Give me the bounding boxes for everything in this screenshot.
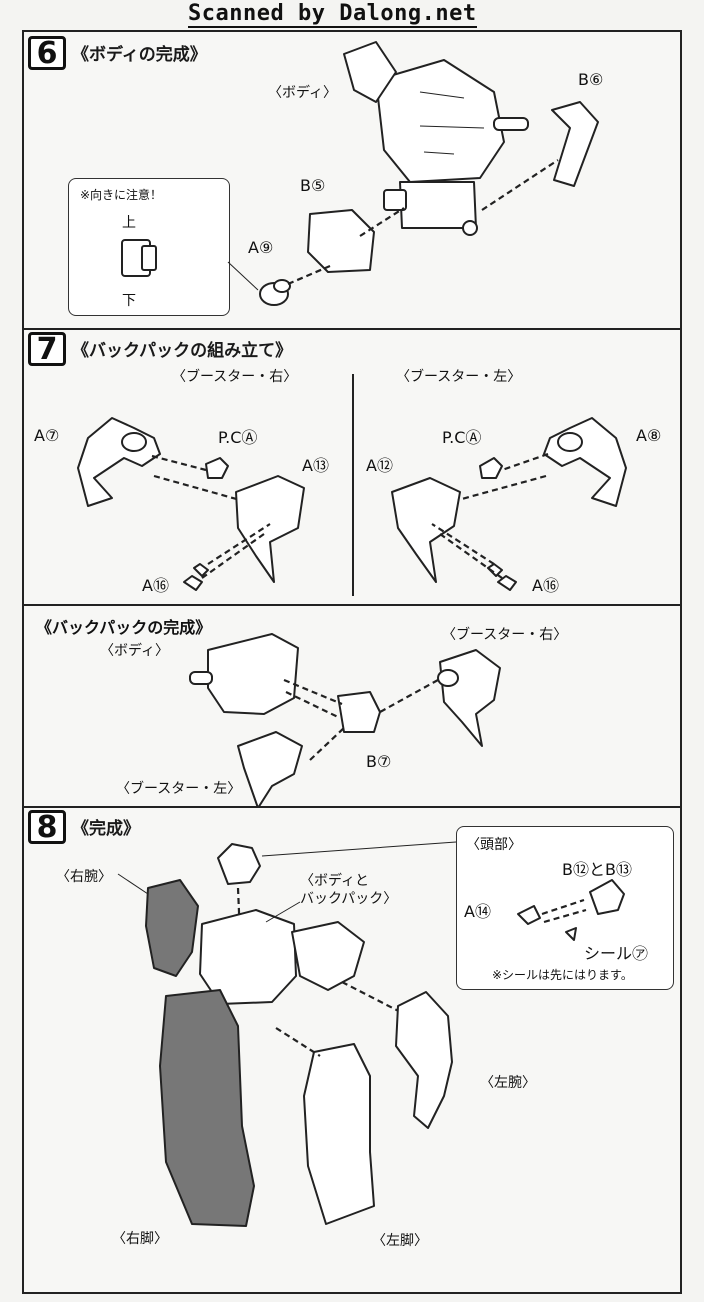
part-a8-label: A⑧: [636, 426, 662, 445]
booster-left-label: 〈ブースター・左〉: [116, 781, 242, 797]
step-number: 6: [28, 36, 66, 70]
step-title: 《ボディの完成》: [72, 45, 207, 65]
booster-left-heading: 〈ブースター・左〉: [396, 369, 522, 385]
step-number: 7: [28, 332, 66, 366]
backpack-complete-title: 《バックパックの完成》: [36, 618, 212, 637]
orientation-note-title: ※向きに注意！: [80, 188, 163, 202]
head-callout-box: [456, 826, 674, 990]
part-a12-label: A⑫: [366, 456, 393, 475]
step-8-illustration: [117, 841, 625, 1227]
part-a13-label: A⑬: [302, 456, 329, 475]
part-b12-b13-label: B⑫とB⑬: [562, 860, 632, 879]
instruction-sheet: 6 《ボディの完成》 ※向きに注意！ 上 下 〈ボディ〉 B⑥ B⑤ A⑨: [22, 30, 682, 1294]
booster-right-heading: 〈ブースター・右〉: [172, 369, 298, 385]
orientation-up-label: 上: [122, 215, 136, 231]
part-b6-label: B⑥: [578, 70, 604, 89]
part-b5-label: B⑤: [300, 176, 326, 195]
left-arm-label: 〈左腕〉: [480, 1075, 536, 1091]
head-title: 〈頭部〉: [466, 837, 522, 853]
step-7-section: 7 《バックパックの組み立て》 〈ブースター・右〉 A⑦ P.CⒶ A⑬ A⑯ …: [24, 328, 680, 808]
step-title: 《完成》: [72, 819, 140, 839]
booster-right-label: 〈ブースター・右〉: [442, 627, 568, 643]
step-8-section: 8 《完成》 〈頭部〉 B⑫とB⑬ A⑭ シール㋐ ※シールは先にはります。 〈…: [24, 806, 680, 1292]
step-6-illustration: [121, 41, 599, 306]
part-a7-label: A⑦: [34, 426, 60, 445]
right-leg-label: 〈右脚〉: [112, 1231, 168, 1247]
body-label: 〈ボディ〉: [100, 643, 170, 659]
right-arm-label: 〈右腕〉: [56, 869, 112, 885]
step-number: 8: [28, 810, 66, 844]
body-backpack-label-line1: 〈ボディと: [300, 873, 370, 889]
pc-a-label: P.CⒶ: [218, 428, 258, 447]
step-6-section: 6 《ボディの完成》 ※向きに注意！ 上 下 〈ボディ〉 B⑥ B⑤ A⑨: [24, 32, 680, 330]
watermark: Scanned by Dalong.net: [188, 1, 477, 28]
seal-a-label: シール㋐: [584, 944, 649, 963]
body-label: 〈ボディ〉: [268, 85, 338, 101]
part-a16-label: A⑯: [532, 576, 559, 595]
orientation-down-label: 下: [122, 293, 136, 309]
pc-a-label: P.CⒶ: [442, 428, 482, 447]
part-a16-label: A⑯: [142, 576, 169, 595]
body-backpack-label-line2: バックパック〉: [300, 891, 398, 907]
part-a14-label: A⑭: [464, 902, 491, 921]
part-a9-label: A⑨: [248, 238, 274, 257]
section-divider: [24, 604, 680, 606]
step-7-illustration: [77, 417, 627, 806]
step-title: 《バックパックの組み立て》: [72, 341, 293, 361]
column-divider: [352, 374, 354, 596]
seal-note: ※シールは先にはります。: [492, 968, 633, 982]
left-leg-label: 〈左脚〉: [372, 1233, 428, 1249]
part-b7-label: B⑦: [366, 752, 392, 771]
